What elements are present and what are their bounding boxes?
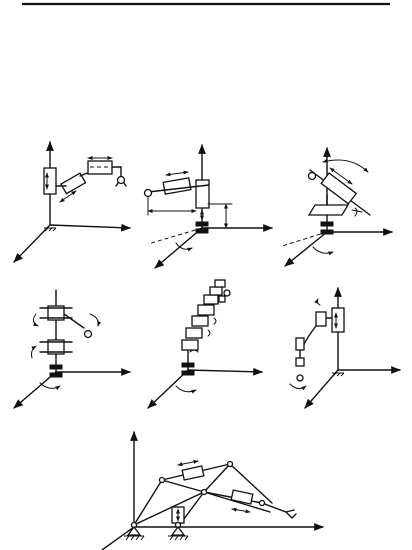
base-bearing — [195, 221, 209, 227]
lower-slider — [230, 489, 254, 505]
linkage-bars — [133, 463, 287, 528]
panel-parallel-linkage — [101, 431, 324, 550]
spine-segments — [181, 279, 226, 351]
lower-joint — [47, 339, 65, 355]
vertical-slider — [43, 167, 57, 195]
gripper-icon — [83, 329, 93, 339]
upper-joint — [47, 305, 65, 321]
turntable — [307, 204, 350, 216]
panel-spine-arm — [147, 279, 263, 409]
x-axis — [49, 223, 131, 232]
panel-wrist-arm — [289, 287, 401, 409]
column-slider — [331, 307, 345, 333]
panel-spherical-arm — [281, 147, 393, 267]
y-axis — [101, 526, 135, 550]
gripper-icon — [296, 374, 304, 382]
horizontal-slider — [60, 172, 87, 195]
base-bearing — [195, 228, 209, 234]
panel-cylindrical-arm — [143, 144, 273, 269]
y-axis — [13, 224, 51, 263]
gripper-icon — [285, 509, 297, 519]
arm-slider — [162, 177, 192, 195]
x-axis — [187, 367, 263, 376]
gripper-icon — [116, 175, 126, 185]
wrist-joint — [315, 311, 327, 327]
y-axis — [304, 369, 339, 409]
ground-hatch — [44, 227, 57, 232]
gripper-icon — [223, 289, 231, 297]
panel-articulated-arm — [13, 289, 131, 409]
gripper-icon — [307, 171, 317, 181]
y-axis — [147, 369, 189, 409]
lift-slider — [195, 179, 210, 209]
y-axis — [154, 227, 203, 269]
y-axis — [13, 371, 57, 409]
upper-slider — [181, 465, 205, 481]
gripper-icon — [143, 188, 153, 198]
panel-cartesian-arm — [13, 141, 131, 263]
y-axis — [284, 231, 328, 267]
